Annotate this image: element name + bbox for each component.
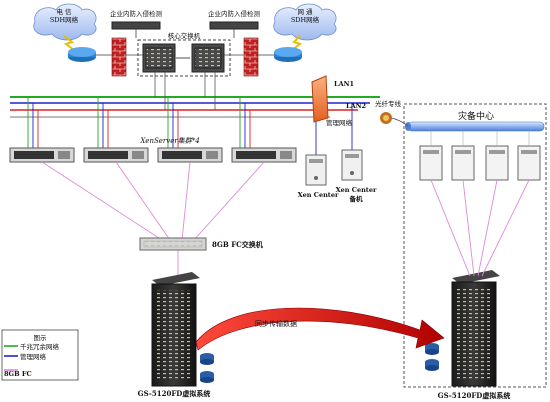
telecom-cloud — [33, 3, 97, 41]
sync-arrow — [195, 307, 445, 351]
telecom-sdh-label-1: 电 信 — [56, 7, 72, 16]
unicom-cloud — [273, 3, 337, 41]
ips-device-icon — [209, 21, 259, 30]
mgmt-net-label: 管理网络 — [326, 118, 353, 127]
storage-rack-icon — [451, 270, 500, 387]
xen-center-backup-pc-icon — [341, 149, 363, 181]
xenserver-icon — [9, 147, 75, 163]
xen-center-backup-label-2: 备机 — [349, 194, 364, 203]
xen-cluster-label: XenServer集群*4 — [139, 137, 199, 145]
dr-server-icon — [485, 145, 509, 181]
core-switch-icon — [142, 43, 176, 73]
link-bolt-icon — [63, 35, 75, 51]
unicom-sdh-label-2: SDH网络 — [291, 15, 320, 24]
legend-item-fc: 8GB FC — [4, 370, 32, 378]
xen-center-backup-label-1: Xen Center — [336, 186, 377, 194]
disk-icon — [425, 343, 439, 371]
telecom-sdh-label-2: SDH网络 — [50, 15, 79, 24]
ips-left-label: 企业内防入侵检测 — [110, 9, 163, 18]
xenserver-icon — [157, 147, 223, 163]
fiber-tube — [405, 121, 545, 132]
fiber-line-label: 光纤专线 — [375, 99, 402, 108]
lan1-label: LAN1 — [334, 80, 354, 88]
dr-server-icon — [419, 145, 443, 181]
core-switch-box — [137, 39, 231, 77]
firewall-icon — [111, 37, 127, 77]
dr-center-box — [403, 103, 547, 388]
xen-center-pc-icon — [305, 154, 327, 186]
xenserver-icon — [83, 147, 149, 163]
lan2-label: LAN2 — [346, 102, 366, 110]
lan-firewall-icon — [311, 75, 329, 123]
dr-server-icon — [451, 145, 475, 181]
storage-right-label: GS-5120FD虚拟系统 — [438, 391, 511, 400]
xen-center-label: Xen Center — [298, 191, 339, 199]
legend-item-management: 管理网络 — [20, 352, 47, 361]
legend — [1, 329, 79, 381]
ips-right-label: 企业内防入侵检测 — [208, 9, 261, 18]
fc-switch-icon — [139, 237, 207, 251]
link-bolt-icon — [291, 35, 303, 51]
unicom-sdh-label-1: 网 通 — [297, 7, 313, 16]
dr-center-label: 灾备中心 — [458, 110, 494, 122]
firewall-icon — [243, 37, 259, 77]
router-icon — [68, 47, 96, 62]
core-switch-label: 核心交换机 — [168, 31, 201, 40]
legend-item-gigabit: 千兆冗余网络 — [20, 342, 60, 351]
storage-left-label: GS-5120FD虚拟系统 — [138, 389, 211, 398]
xenserver-icon — [231, 147, 297, 163]
fc-switch-label: 8GB FC交换机 — [212, 240, 263, 249]
ips-device-icon — [111, 21, 161, 30]
fiber-link-icon — [380, 112, 392, 124]
core-switch-icon — [191, 43, 225, 73]
router-icon — [274, 47, 302, 62]
dr-server-icon — [517, 145, 541, 181]
sync-label: 同步传输数据 — [255, 319, 297, 328]
legend-title: 图示 — [34, 334, 48, 342]
storage-rack-icon — [151, 272, 200, 387]
disk-icon — [200, 353, 214, 383]
